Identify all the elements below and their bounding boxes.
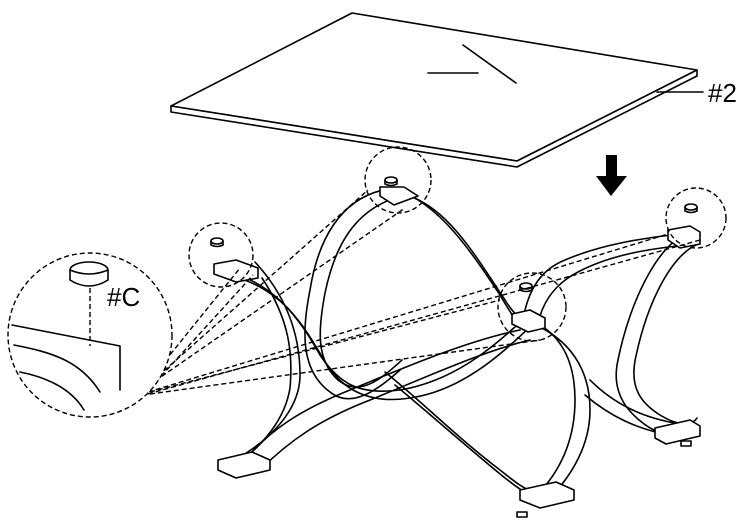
glass-top-label: #2 xyxy=(708,78,737,108)
glass-top xyxy=(170,12,704,168)
table-base xyxy=(213,186,701,518)
detail-circles xyxy=(188,146,727,342)
bumpers xyxy=(210,176,698,293)
bumper-icon xyxy=(69,261,109,287)
magnified-detail xyxy=(7,252,173,418)
down-arrow-icon xyxy=(596,155,627,196)
detail-leader-lines xyxy=(139,189,701,395)
bumper-label: #C xyxy=(107,282,140,312)
